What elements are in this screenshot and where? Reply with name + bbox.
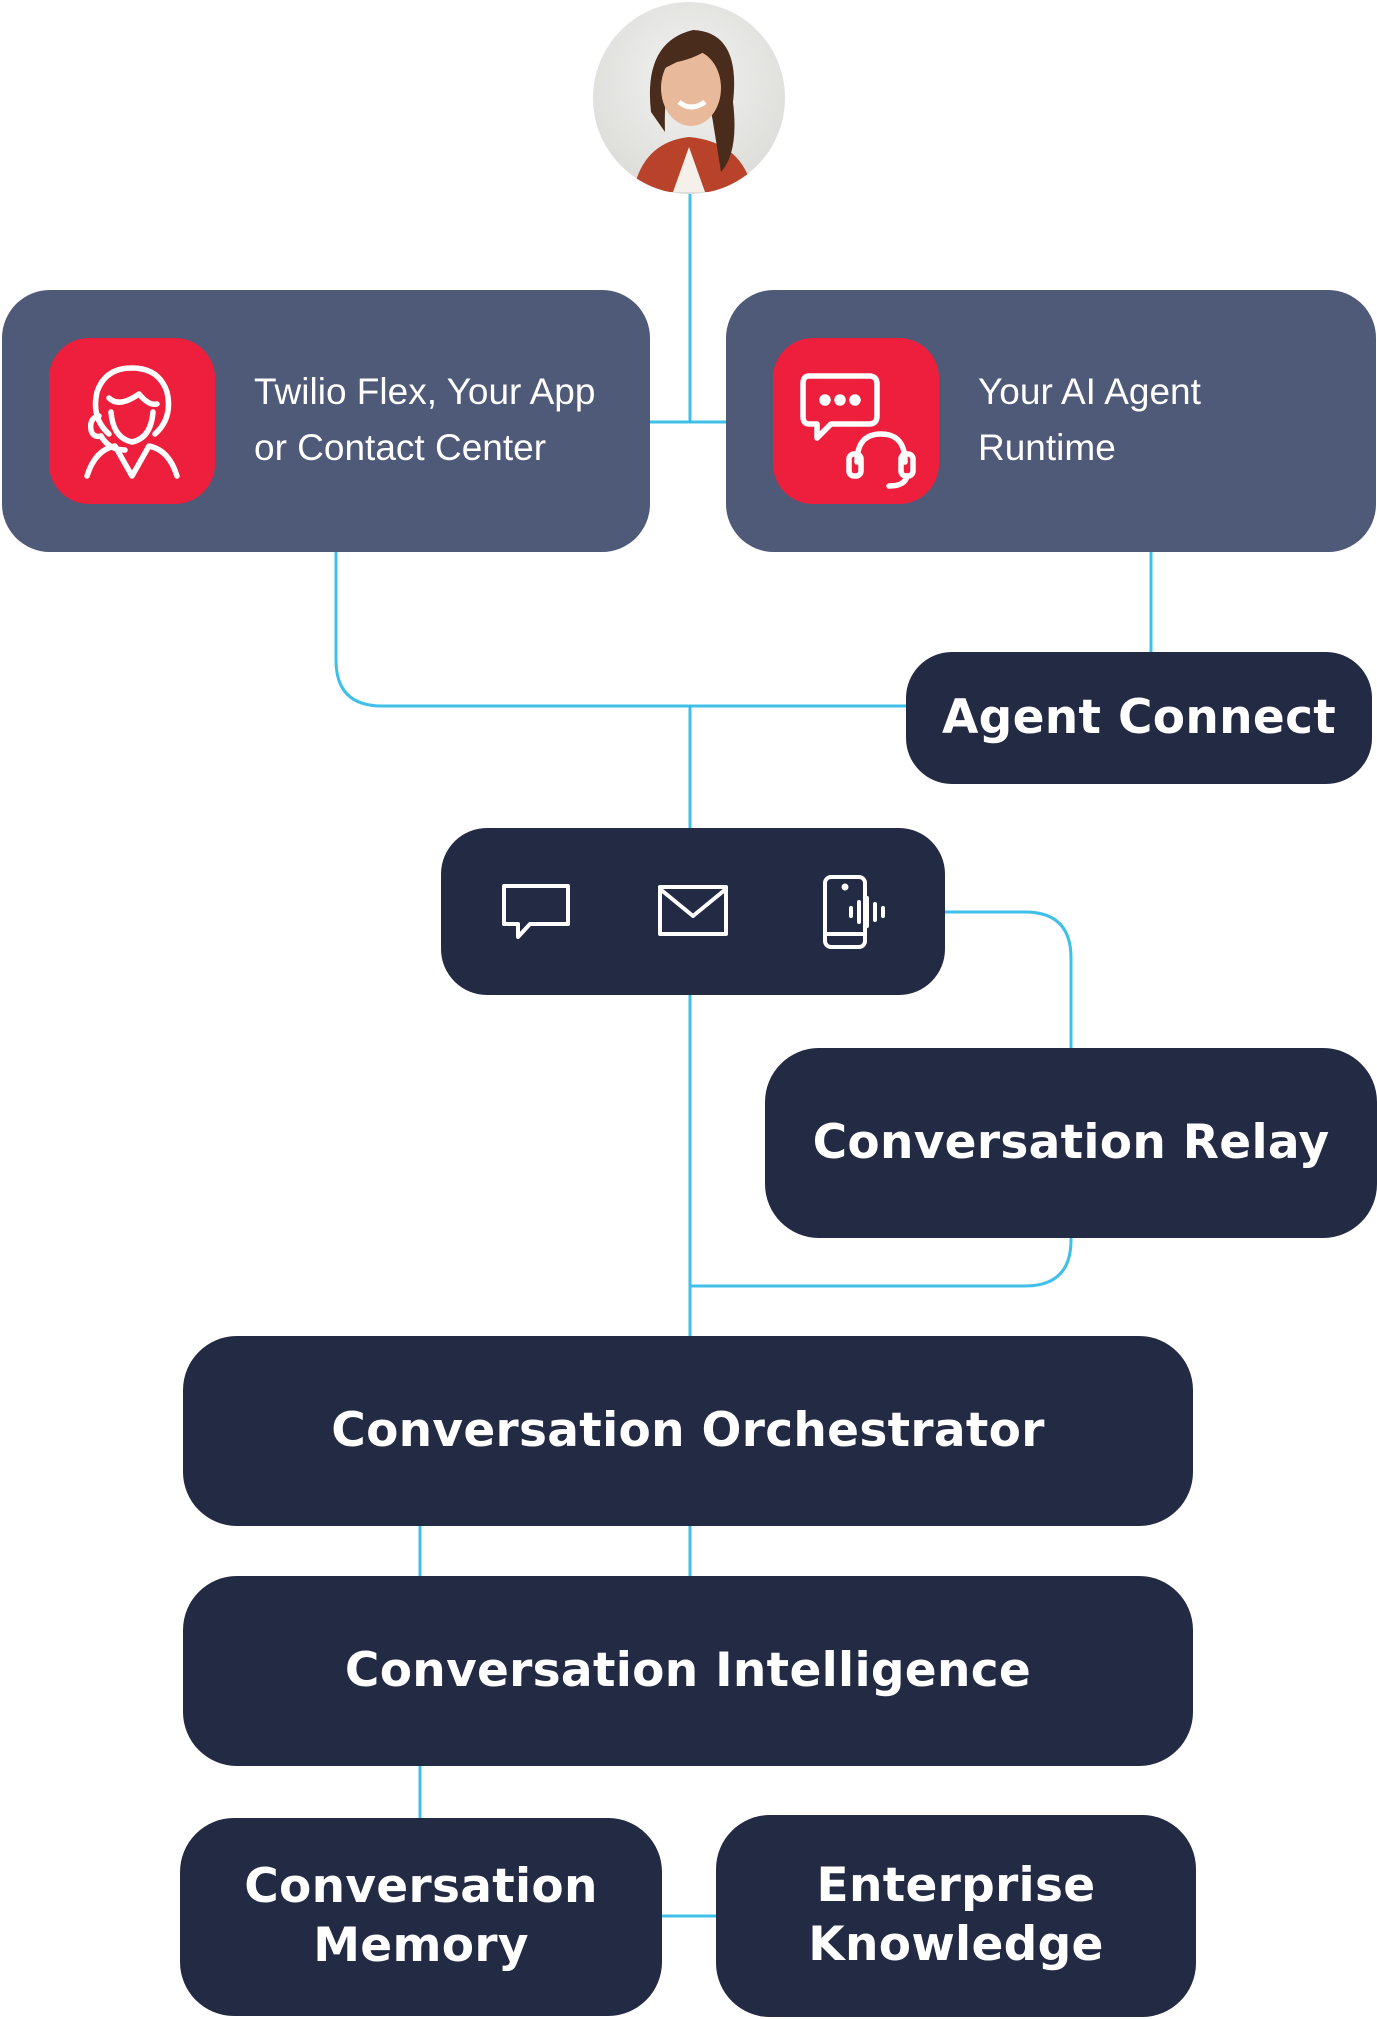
connector-channels-to-relay [945, 910, 1073, 1048]
conversation-orchestrator-box: Conversation Orchestrator [183, 1336, 1193, 1526]
flex-box-line2: or Contact Center [254, 426, 547, 468]
conversation-intelligence-box: Conversation Intelligence [183, 1576, 1193, 1766]
conversation-relay-label: Conversation Relay [812, 1114, 1330, 1170]
flex-app-box: Twilio Flex, Your App or Contact Center [2, 290, 650, 552]
person-headset-icon [49, 338, 215, 504]
ai-box-line1: Your AI Agent [978, 371, 1201, 412]
conversation-relay-box: Conversation Relay [765, 1048, 1377, 1238]
enterprise-knowledge-line2: Knowledge [808, 1917, 1104, 1972]
agent-connect-label: Agent Connect [942, 689, 1336, 745]
chat-headset-icon [773, 338, 939, 504]
chat-bubble-icon [500, 882, 572, 946]
connector-relay-to-hub [690, 1238, 1073, 1288]
connector-flex-to-hub [334, 552, 910, 708]
enterprise-knowledge-line1: Enterprise [816, 1858, 1096, 1914]
conversation-memory-line2: Memory [313, 1918, 529, 1973]
ai-agent-runtime-box: Your AI Agent Runtime [726, 290, 1376, 552]
channels-box [441, 828, 945, 995]
customer-avatar [593, 2, 785, 194]
flex-box-line1: Twilio Flex, Your App [254, 371, 596, 412]
ai-box-line2: Runtime [978, 426, 1116, 468]
agent-connect-box: Agent Connect [906, 652, 1372, 784]
conversation-orchestrator-label: Conversation Orchestrator [331, 1402, 1045, 1458]
phone-voice-icon [821, 874, 891, 954]
enterprise-knowledge-box: Enterprise Knowledge [716, 1815, 1196, 2017]
conversation-intelligence-label: Conversation Intelligence [344, 1642, 1032, 1698]
conversation-memory-line1: Conversation [244, 1859, 598, 1915]
conversation-memory-box: Conversation Memory [180, 1818, 662, 2016]
mail-icon [657, 884, 729, 942]
